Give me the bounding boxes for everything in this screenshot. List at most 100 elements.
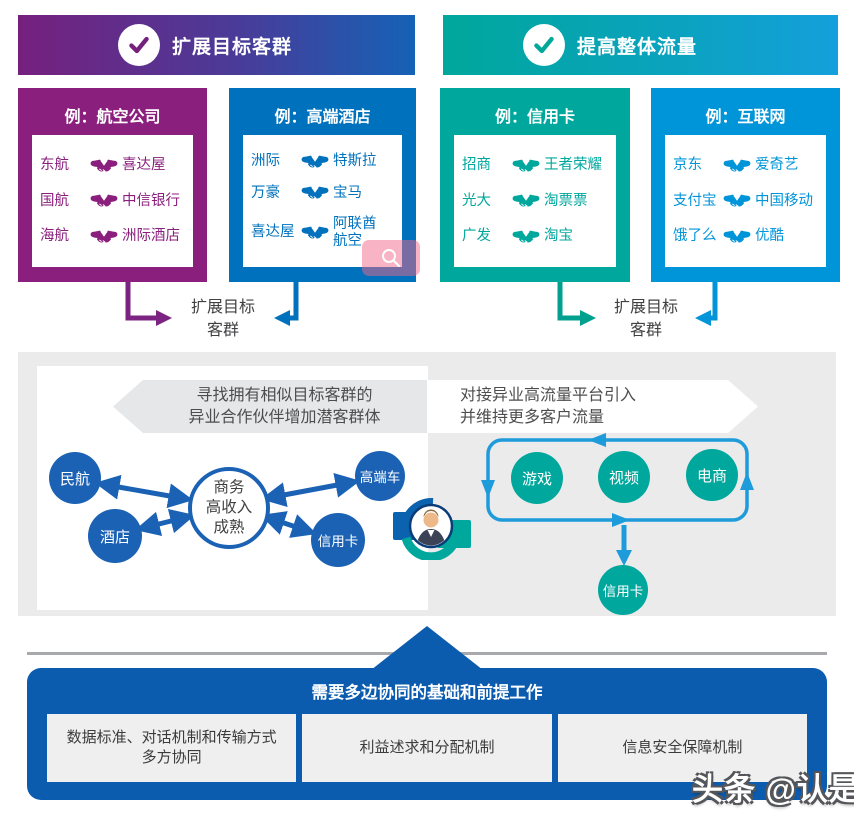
partner-name: 支付宝 (673, 192, 717, 209)
prerequisite-text-line: 信息安全保障机制 (622, 738, 743, 756)
handshake-icon (90, 158, 118, 172)
partner-name: 淘宝 (544, 228, 573, 245)
check-icon (523, 24, 565, 66)
pointer-triangle (371, 626, 483, 670)
partner-name: 光大 (462, 192, 491, 209)
segment-trait: 商务 (213, 478, 245, 496)
example-box-credit-cards: 例：信用卡 招商 王者荣耀 光大 淘票票 广发 淘宝 (440, 88, 630, 282)
partner-name: 喜达屋 (122, 157, 166, 174)
partner-list: 洲际 特斯拉 万豪 宝马 喜达屋 阿联酋航空 (243, 135, 402, 267)
example-box-title: 例：互联网 (705, 109, 786, 126)
partner-pair: 喜达屋 阿联酋航空 (243, 216, 402, 249)
person-icon (393, 497, 471, 560)
node-label: 游戏 (521, 470, 552, 488)
partner-name: 海航 (40, 228, 69, 245)
handshake-icon (512, 193, 540, 208)
node-label: 酒店 (99, 528, 130, 546)
partner-name: 淘票票 (544, 192, 588, 209)
prerequisite-text-line: 利益述求和分配机制 (359, 738, 495, 756)
node-luxury-car: 高端车 (355, 451, 405, 501)
partner-pair: 海航 洲际酒店 (32, 228, 193, 246)
magnifier-button[interactable] (362, 240, 420, 276)
flow-label-left: 扩展目标 客群 (171, 296, 275, 342)
node-games: 游戏 (511, 452, 563, 504)
banner-text-line: 异业合作伙伴增加潜客群体 (188, 408, 381, 426)
example-box-title: 例：高端酒店 (274, 109, 371, 126)
example-box-internet: 例：互联网 京东 爱奇艺 支付宝 中国移动 饿了么 优酷 (651, 88, 840, 282)
hub-spoke-arrows (94, 473, 361, 538)
prerequisites-title: 需要多边协同的基础和前提工作 (311, 684, 543, 702)
partner-pair: 招商 王者荣耀 (454, 157, 616, 175)
partner-name: 特斯拉 (333, 153, 377, 170)
handshake-icon (512, 158, 540, 172)
left-strategy-banner: 寻找拥有相似目标客群的 异业合作伙伴增加潜客群体 (113, 380, 430, 433)
node-hotel: 酒店 (88, 509, 142, 563)
banner-text-line: 寻找拥有相似目标客群的 (196, 386, 373, 404)
partner-list: 东航 喜达屋 国航 中信银行 海航 洲际酒店 (32, 135, 193, 267)
right-strategy-banner: 对接异业高流量平台引入 并维持更多客户流量 (427, 380, 758, 433)
header-left-label: 扩展目标客群 (172, 36, 293, 58)
node-label: 民航 (59, 470, 90, 488)
handshake-icon (301, 225, 329, 239)
connector-arrows (125, 282, 718, 326)
partner-list: 招商 王者荣耀 光大 淘票票 广发 淘宝 (454, 135, 616, 267)
partner-name: 万豪 (251, 184, 280, 201)
header-increase-overall-traffic: 提高整体流量 (443, 15, 838, 75)
node-label: 视频 (608, 469, 639, 487)
prerequisite-item: 数据标准、对话机制和传输方式 多方协同 (47, 714, 297, 782)
node-ecommerce: 电商 (686, 449, 738, 501)
partner-pair: 光大 淘票票 (454, 192, 616, 210)
partner-name: 宝马 (333, 184, 362, 201)
partner-name: 洲际酒店 (122, 228, 180, 245)
partner-pair: 国航 中信银行 (32, 192, 193, 210)
partner-name: 洲际 (251, 153, 280, 170)
header-right-label: 提高整体流量 (577, 36, 698, 58)
partner-list: 京东 爱奇艺 支付宝 中国移动 饿了么 优酷 (665, 135, 826, 267)
magnifier-icon (382, 249, 400, 267)
flow-label-right: 扩展目标 客群 (594, 296, 698, 342)
handshake-icon (723, 158, 751, 172)
banner-text-line: 并维持更多客户流量 (460, 408, 605, 426)
partner-pair: 饿了么 优酷 (665, 228, 826, 246)
handshake-icon (301, 154, 329, 168)
partner-pair: 东航 喜达屋 (32, 157, 193, 175)
handshake-icon (723, 193, 751, 208)
traffic-loop-arrows (481, 433, 754, 566)
partner-name: 饿了么 (673, 228, 717, 245)
example-box-airlines: 例：航空公司 东航 喜达屋 国航 中信银行 海航 洲际酒店 (18, 88, 207, 282)
flow-label-line: 客群 (206, 322, 239, 340)
example-box-title: 例：航空公司 (64, 109, 161, 126)
node-credit-card: 信用卡 (311, 513, 365, 567)
partner-name: 国航 (40, 192, 69, 209)
node-label: 信用卡 (602, 584, 644, 599)
node-video: 视频 (598, 451, 650, 503)
partner-name: 广发 (462, 228, 491, 245)
partner-name: 京东 (673, 157, 702, 174)
prerequisite-text-line: 数据标准、对话机制和传输方式 (66, 728, 277, 746)
handshake-icon (90, 193, 118, 208)
prerequisite-text-line: 多方协同 (141, 749, 202, 766)
partner-pair: 京东 爱奇艺 (665, 157, 826, 175)
node-label: 信用卡 (317, 534, 359, 549)
partner-name: 优酷 (755, 228, 784, 245)
flow-label-line: 扩展目标 (190, 299, 255, 316)
handshake-icon (512, 229, 540, 243)
partner-name: 喜达屋 (251, 224, 295, 241)
banner-text-line: 对接异业高流量平台引入 (460, 386, 637, 404)
flow-label-line: 扩展目标 (613, 299, 678, 316)
partner-pair: 广发 淘宝 (454, 228, 616, 246)
partner-pair: 支付宝 中国移动 (665, 192, 826, 210)
partner-name: 东航 (40, 157, 69, 174)
prerequisite-item: 信息安全保障机制 (557, 714, 807, 782)
prerequisites-panel: 需要多边协同的基础和前提工作 数据标准、对话机制和传输方式 多方协同 利益述求和… (27, 668, 827, 800)
partner-name: 中信银行 (122, 192, 180, 209)
segment-trait: 高收入 (205, 498, 253, 516)
handshake-icon (301, 186, 329, 200)
handshake-icon (90, 229, 118, 243)
node-civil-aviation: 民航 (49, 452, 101, 504)
partner-name: 阿联酋航空 (333, 215, 377, 249)
node-label: 电商 (696, 467, 727, 485)
prerequisites-items: 数据标准、对话机制和传输方式 多方协同 利益述求和分配机制 信息安全保障机制 (47, 714, 807, 782)
example-box-title: 例：信用卡 (494, 109, 575, 126)
